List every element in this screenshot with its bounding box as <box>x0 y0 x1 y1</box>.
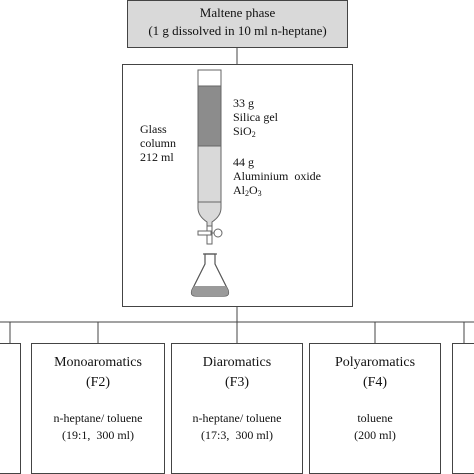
maltene-phase-title: Maltene phase <box>199 5 276 20</box>
silica-formula: SiO2 <box>233 124 256 139</box>
column-tube-empty <box>197 69 222 87</box>
glass-column-label-line2: column <box>140 136 176 150</box>
flask-liquid <box>191 286 229 296</box>
silica-name: Silica gel <box>233 110 278 124</box>
fraction-code: (F3) <box>224 375 250 390</box>
fraction-conditions: (200 ml) <box>354 428 396 442</box>
fraction-conditions: (17:3, 300 ml) <box>201 428 273 442</box>
maltene-phase-box: Maltene phase (1 g dissolved in 10 ml n-… <box>127 0 348 48</box>
glass-column-label-line1: Glass <box>140 122 167 136</box>
fraction-code: (F2) <box>85 375 111 390</box>
silica-gel-label: 33 g Silica gel SiO2 <box>233 96 278 139</box>
fraction-solvent: toluene <box>357 411 393 425</box>
alumina-label: 44 g Aluminium oxide Al2O3 <box>233 155 321 198</box>
fraction-box-f3: Diaromatics (F3) n-heptane/ toluene (17:… <box>171 343 303 474</box>
silica-gel-layer <box>197 85 222 147</box>
fraction-box-f4: Polyaromatics (F4) toluene (200 ml) <box>309 343 441 474</box>
fraction-conditions: (19:1, 300 ml) <box>62 428 134 442</box>
fraction-box-f1-partial <box>0 343 21 474</box>
stopcock-handle <box>197 230 212 236</box>
fraction-title: Monoaromatics <box>54 355 142 370</box>
fraction-box-f2: Monoaromatics (F2) n-heptane/ toluene (1… <box>31 343 165 474</box>
alumina-name: Aluminium oxide <box>233 169 321 183</box>
fraction-title: Polyaromatics <box>334 355 416 370</box>
column-taper <box>197 201 222 227</box>
glass-column-label: Glass column 212 ml <box>140 122 176 164</box>
maltene-phase-subtitle: (1 g dissolved in 10 ml n-heptane) <box>148 23 327 38</box>
alumina-formula: Al2O3 <box>233 183 262 198</box>
erlenmeyer-flask <box>190 253 230 297</box>
fraction-solvent: n-heptane/ toluene <box>192 411 282 425</box>
silica-mass: 33 g <box>233 96 254 110</box>
glass-column-label-line3: 212 ml <box>140 150 174 164</box>
alumina-layer <box>197 145 222 203</box>
glass-column <box>197 69 223 245</box>
fraction-code: (F4) <box>362 375 388 390</box>
column-box <box>122 64 353 307</box>
fraction-title: Diaromatics <box>202 355 272 370</box>
fraction-solvent: n-heptane/ toluene <box>53 411 143 425</box>
stopcock-knob <box>213 228 223 238</box>
fraction-box-f5-partial <box>452 343 474 474</box>
alumina-mass: 44 g <box>233 155 254 169</box>
